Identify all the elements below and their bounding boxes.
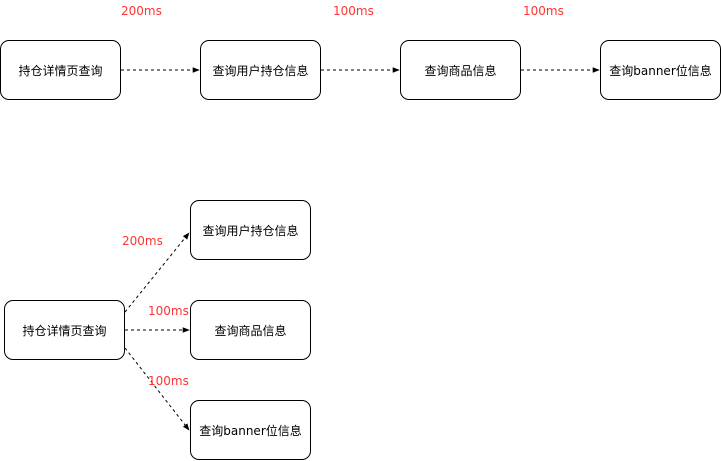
bottom-node-product-info: 查询商品信息 <box>190 300 311 360</box>
top-node-user-holdings: 查询用户持仓信息 <box>200 40 321 100</box>
top-node-product-info: 查询商品信息 <box>400 40 521 100</box>
bottom-node-user-holdings: 查询用户持仓信息 <box>190 200 311 260</box>
bottom-node-banner-info: 查询banner位信息 <box>190 400 311 460</box>
bottom-edge-label-1: 200ms <box>122 234 163 248</box>
top-edge-label-3: 100ms <box>523 4 564 18</box>
top-edge-label-1: 200ms <box>121 4 162 18</box>
top-node-banner-info: 查询banner位信息 <box>600 40 721 100</box>
bottom-edge-label-3: 100ms <box>148 374 189 388</box>
bottom-edge-3 <box>124 347 190 431</box>
bottom-edge-1 <box>124 232 190 313</box>
top-edge-label-2: 100ms <box>333 4 374 18</box>
bottom-edge-label-2: 100ms <box>148 304 189 318</box>
top-node-position-query: 持仓详情页查询 <box>0 40 121 100</box>
bottom-node-position-query: 持仓详情页查询 <box>4 300 125 360</box>
